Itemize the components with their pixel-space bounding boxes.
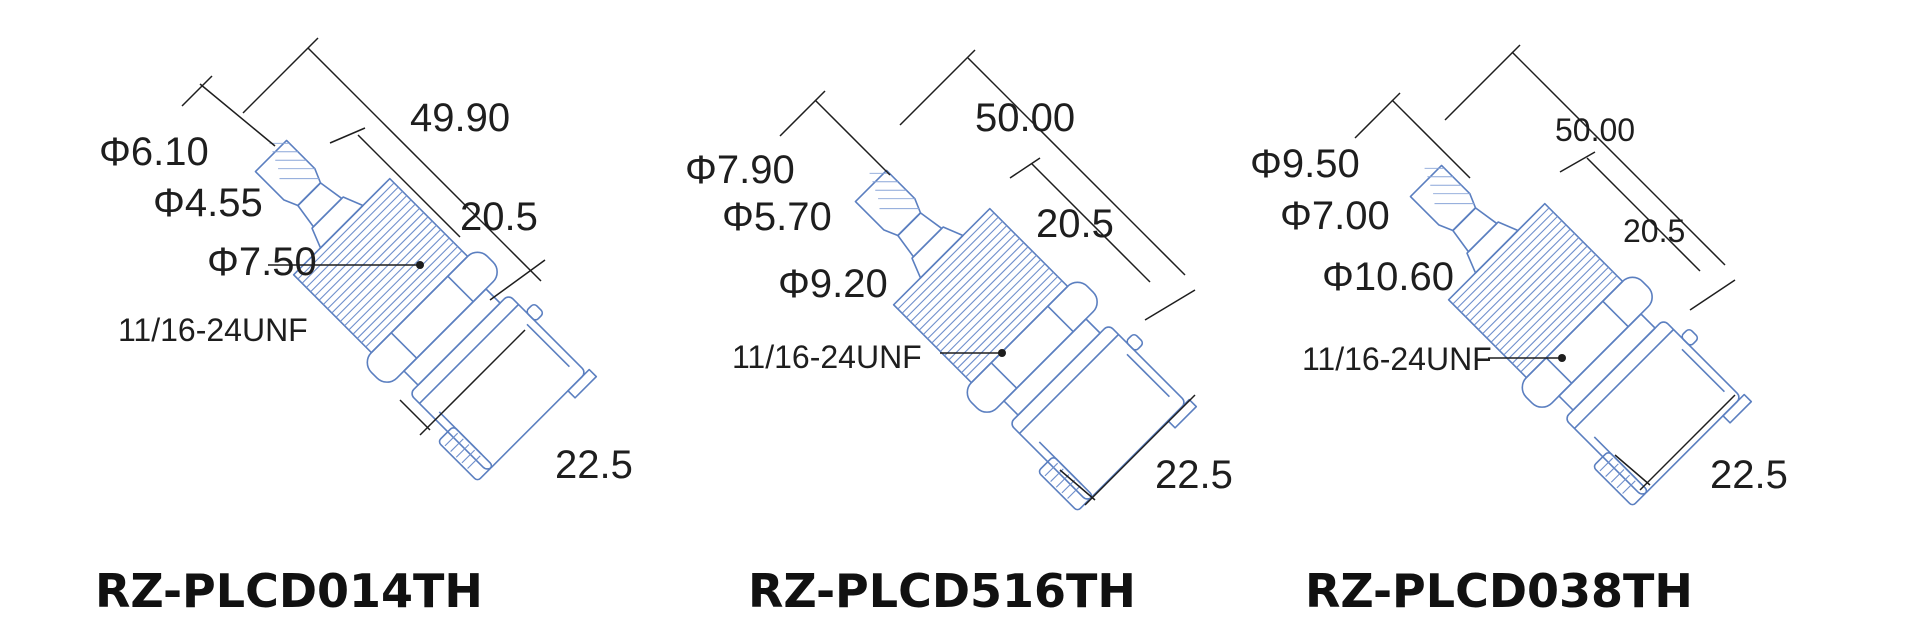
inner-diameter-label: Φ4.55 xyxy=(153,181,263,225)
fitting-illustration xyxy=(803,120,1203,520)
thread-leader-dot xyxy=(998,349,1006,357)
outer-diameter-label: Φ7.90 xyxy=(685,148,795,192)
hex-length-label: 20.5 xyxy=(460,195,538,239)
model-title: RZ-PLCD014TH xyxy=(95,564,483,618)
latch-length-label: 22.5 xyxy=(1710,453,1788,497)
outer-diameter-label: Φ6.10 xyxy=(99,130,209,174)
drawing-rz-plcd014th: 49.90 Φ6.10 Φ4.55 Φ7.50 20.5 11/16-24UNF… xyxy=(95,37,633,618)
thread-spec-label: 11/16-24UNF xyxy=(1302,341,1492,377)
overall-length-label: 50.00 xyxy=(1555,112,1635,148)
body-diameter-label: Φ10.60 xyxy=(1322,255,1454,299)
thread-spec-label: 11/16-24UNF xyxy=(118,312,308,348)
overall-length-label: 50.00 xyxy=(975,96,1075,140)
overall-length-label: 49.90 xyxy=(410,96,510,140)
thread-leader-dot xyxy=(1558,354,1566,362)
model-title: RZ-PLCD038TH xyxy=(1305,564,1693,618)
outer-diameter-label: Φ9.50 xyxy=(1250,142,1360,186)
inner-diameter-label: Φ7.00 xyxy=(1280,194,1390,238)
latch-length-label: 22.5 xyxy=(1155,453,1233,497)
thread-leader-dot xyxy=(416,261,424,269)
fitting-illustration xyxy=(203,90,603,490)
body-diameter-label: Φ7.50 xyxy=(207,240,317,284)
fitting-illustration xyxy=(1358,115,1758,515)
hex-length-label: 20.5 xyxy=(1623,213,1685,249)
hex-length-label: 20.5 xyxy=(1036,202,1114,246)
thread-spec-label: 11/16-24UNF xyxy=(732,339,922,375)
drawing-rz-plcd516th: 50.00 Φ7.90 Φ5.70 Φ9.20 20.5 11/16-24UNF… xyxy=(685,49,1233,618)
drawing-rz-plcd038th: 50.00 Φ9.50 Φ7.00 Φ10.60 20.5 11/16-24UN… xyxy=(1250,44,1788,618)
body-diameter-label: Φ9.20 xyxy=(778,262,888,306)
latch-length-label: 22.5 xyxy=(555,443,633,487)
model-title: RZ-PLCD516TH xyxy=(748,564,1136,618)
inner-diameter-label: Φ5.70 xyxy=(722,195,832,239)
